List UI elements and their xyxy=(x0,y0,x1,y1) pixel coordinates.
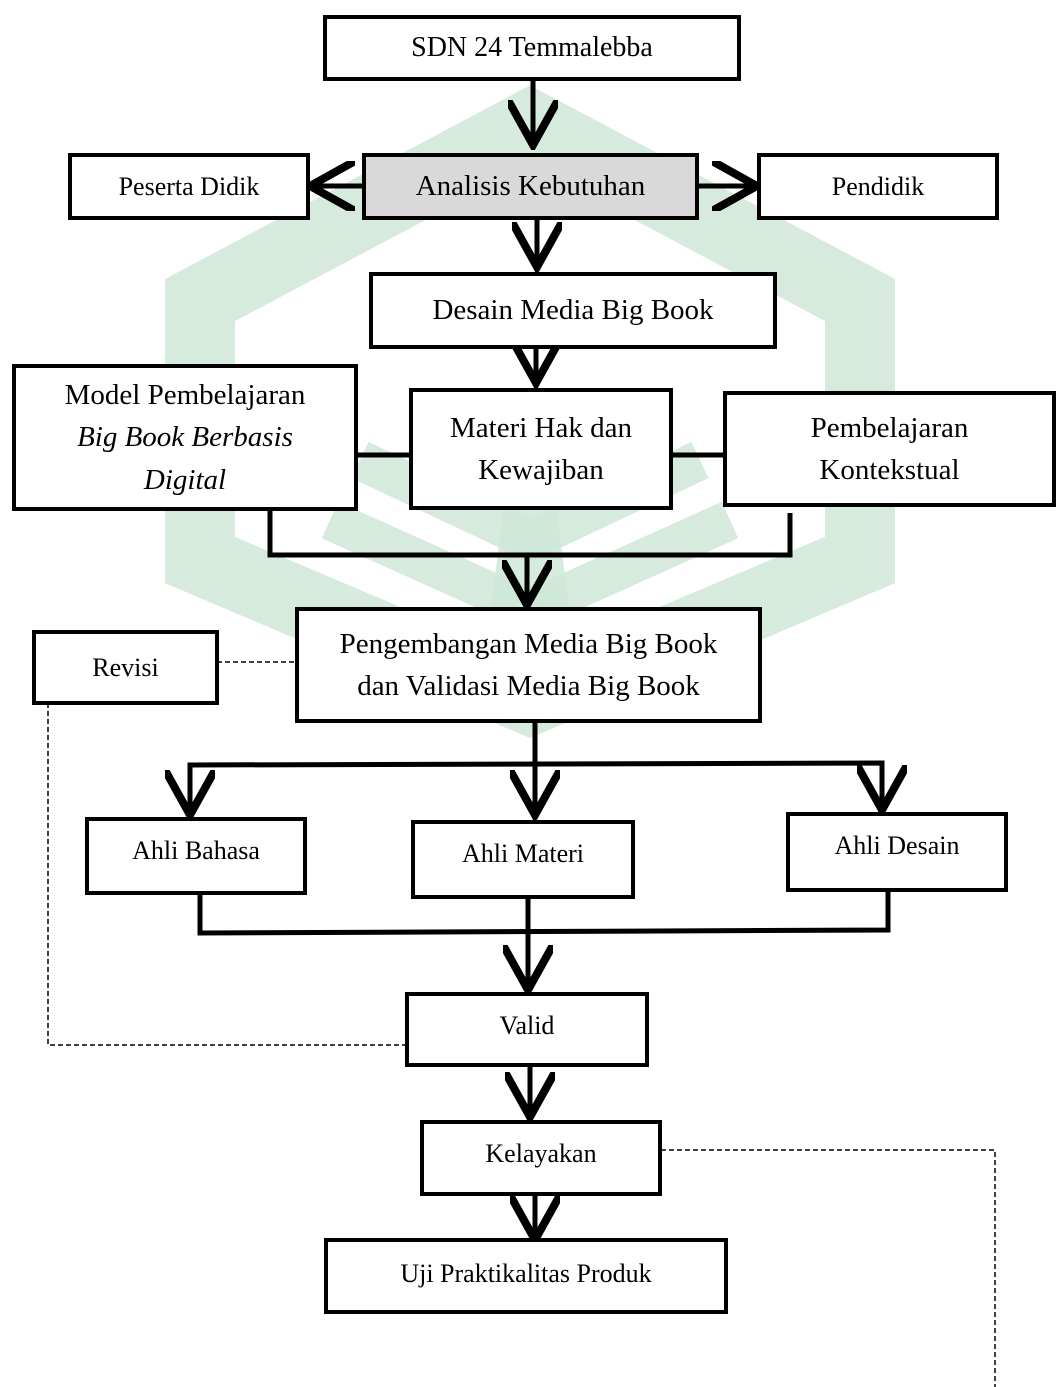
node-material-line1: Materi Hak dan xyxy=(450,411,632,444)
dashed-revision-valid xyxy=(47,703,406,1046)
node-school-label: SDN 24 Temmalebba xyxy=(411,32,653,63)
node-practicality-label: Uji Praktikalitas Produk xyxy=(400,1259,652,1288)
node-model: Model Pembelajaran Big Book Berbasis Dig… xyxy=(12,364,358,511)
node-model-line1: Model Pembelajaran xyxy=(64,379,306,412)
node-educator-label: Pendidik xyxy=(831,172,925,201)
node-model-line2: Big Book Berbasis xyxy=(77,421,293,454)
node-students-label: Peserta Didik xyxy=(118,172,260,201)
node-material-expert: Ahli Materi xyxy=(411,820,635,899)
node-development: Pengembangan Media Big Book dan Validasi… xyxy=(295,607,762,723)
node-material-expert-label: Ahli Materi xyxy=(461,839,585,868)
node-feasibility-label: Kelayakan xyxy=(485,1139,597,1168)
node-school: SDN 24 Temmalebba xyxy=(323,15,741,81)
node-design: Desain Media Big Book xyxy=(369,272,777,349)
node-model-line3: Digital xyxy=(143,463,227,496)
node-contextual-line2: Kontekstual xyxy=(819,454,960,486)
node-educator: Pendidik xyxy=(757,153,999,220)
node-design-expert-label: Ahli Desain xyxy=(834,831,960,860)
node-contextual-line1: Pembelajaran xyxy=(810,411,969,444)
node-needs-analysis: Analisis Kebutuhan xyxy=(362,153,699,220)
node-students: Peserta Didik xyxy=(68,153,310,220)
node-design-expert: Ahli Desain xyxy=(786,812,1008,892)
node-practicality: Uji Praktikalitas Produk xyxy=(324,1238,728,1314)
node-contextual: Pembelajaran Kontekstual xyxy=(723,391,1056,507)
node-language-expert-label: Ahli Bahasa xyxy=(132,836,260,865)
node-language-expert: Ahli Bahasa xyxy=(85,817,307,895)
node-valid-label: Valid xyxy=(499,1011,555,1040)
node-needs-analysis-label: Analisis Kebutuhan xyxy=(415,169,646,202)
node-feasibility: Kelayakan xyxy=(420,1120,662,1196)
node-material-line2: Kewajiban xyxy=(478,454,604,486)
merge-to-development xyxy=(267,510,793,558)
node-material: Materi Hak dan Kewajiban xyxy=(409,388,673,510)
node-revision-label: Revisi xyxy=(92,653,159,682)
node-design-label: Desain Media Big Book xyxy=(432,293,714,326)
node-development-line2: dan Validasi Media Big Book xyxy=(357,670,700,702)
node-revision: Revisi xyxy=(32,630,219,705)
experts-merge xyxy=(197,885,891,936)
dashed-feasibility-right xyxy=(661,1149,996,1387)
node-valid: Valid xyxy=(405,992,649,1067)
node-development-line1: Pengembangan Media Big Book xyxy=(339,627,718,660)
